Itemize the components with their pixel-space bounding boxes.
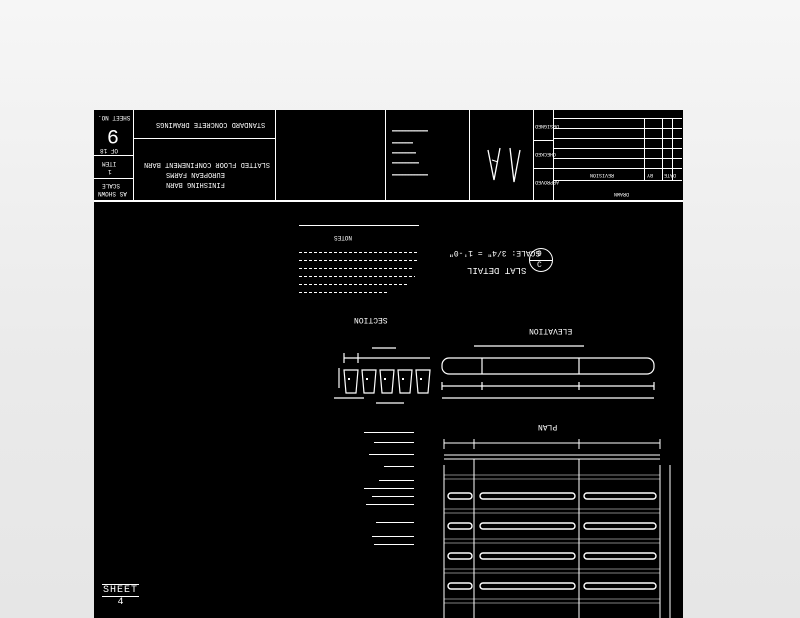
item-value: 1	[108, 168, 112, 175]
sheet-stamp: SHEET 4	[102, 584, 140, 608]
section-label: SECTION	[354, 315, 388, 324]
stamp-value: 4	[117, 597, 124, 608]
sheet-sub: OF 18	[100, 147, 119, 154]
notes-header: NOTES	[334, 234, 353, 241]
project-title: STANDARD CONCRETE DRAWINGS	[156, 120, 266, 128]
note-line	[299, 260, 417, 261]
notes-rule	[299, 225, 419, 226]
plan-label: PLAN	[538, 422, 558, 431]
approval-cell: ▬▬▬▬▬▬▬▬▬▬▬▬ ▬▬▬▬▬▬▬ ▬▬▬▬▬▬▬▬ ▬▬▬▬▬▬▬▬▬ …	[386, 110, 470, 202]
note-line	[299, 252, 419, 253]
note-line	[299, 268, 413, 269]
slat-plan-drawing	[443, 439, 671, 618]
revision-table: REVISION BY DATE DRAWN	[554, 118, 682, 202]
note-line	[299, 292, 389, 293]
drawn-label: DRAWN	[614, 191, 630, 197]
stamp-label: SHEET	[102, 584, 140, 597]
slat-section-drawing	[334, 347, 431, 404]
sheet-number: 9	[107, 123, 120, 146]
sheet-label: SHEET NO.	[98, 114, 131, 121]
callout-sheet: C	[537, 261, 542, 270]
drawing-title-line-1: SLATTED FLOOR CONFINEMENT BARN	[144, 160, 271, 168]
callout-scale: SCALE: 3/4" = 1'-0"	[449, 248, 541, 257]
revision-by: BY	[647, 172, 654, 178]
drawing-title-cell: STANDARD CONCRETE DRAWINGS SLATTED FLOOR…	[134, 110, 276, 202]
note-line	[299, 276, 415, 277]
slat-elevation-drawing	[441, 345, 655, 399]
sheet-number-cell: SHEET NO. 9 OF 18 ITEM 1 SCALE AS SHOWN	[94, 110, 134, 202]
approval-labels: DESIGNED CHECKED APPROVED	[534, 110, 559, 202]
drawing-sheet: SHEET NO. 9 OF 18 ITEM 1 SCALE AS SHOWN …	[94, 110, 683, 618]
item-label: ITEM	[102, 160, 117, 167]
revision-date: DATE	[664, 172, 677, 178]
scale-value: AS SHOWN	[98, 190, 127, 197]
blank-cell	[276, 110, 386, 202]
signature-mark	[487, 147, 521, 183]
seal-cell	[470, 110, 534, 202]
approval-checked: CHECKED	[535, 151, 557, 157]
revision-header: REVISION	[590, 172, 615, 178]
callout-circle: 9 C	[529, 248, 553, 272]
drawing-title-line-3: FINISHING BARN	[166, 180, 225, 188]
drawing-title-line-2: EUROPEAN FARMS	[166, 170, 225, 178]
scale-label: SCALE	[102, 182, 121, 189]
callout-number: 9	[537, 250, 542, 259]
note-line	[299, 284, 409, 285]
callout-title: SLAT DETAIL	[467, 265, 527, 275]
elevation-label: ELEVATION	[529, 326, 573, 335]
title-block: SHEET NO. 9 OF 18 ITEM 1 SCALE AS SHOWN …	[94, 110, 683, 202]
